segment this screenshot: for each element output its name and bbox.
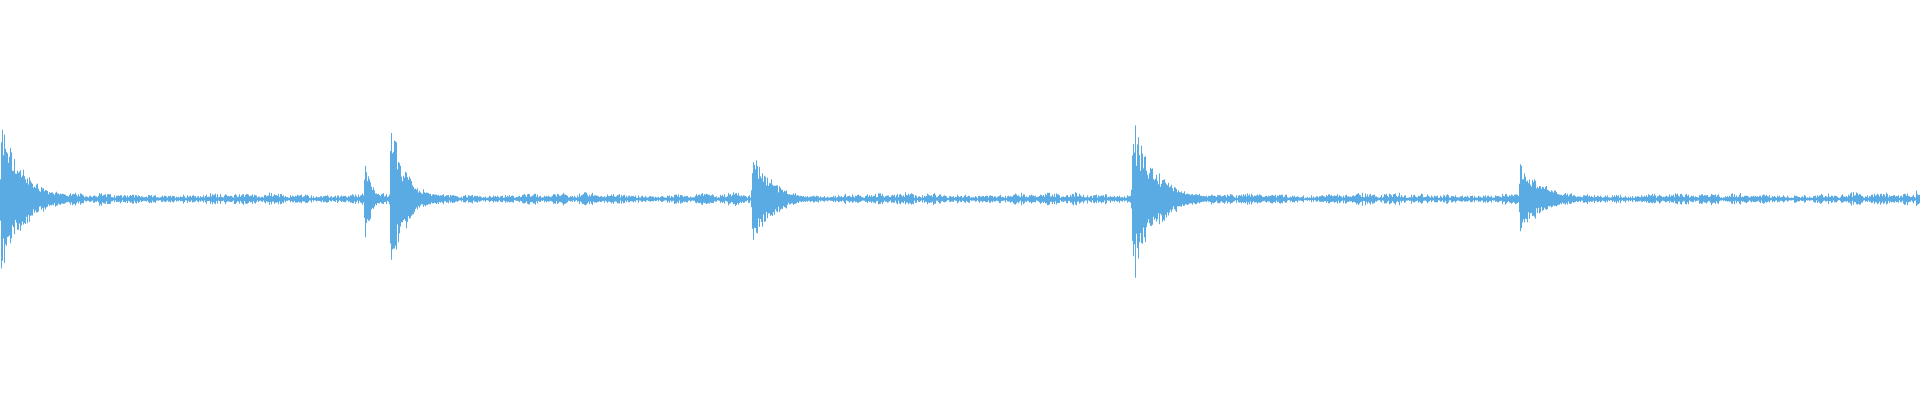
waveform-trace [0,125,1920,278]
